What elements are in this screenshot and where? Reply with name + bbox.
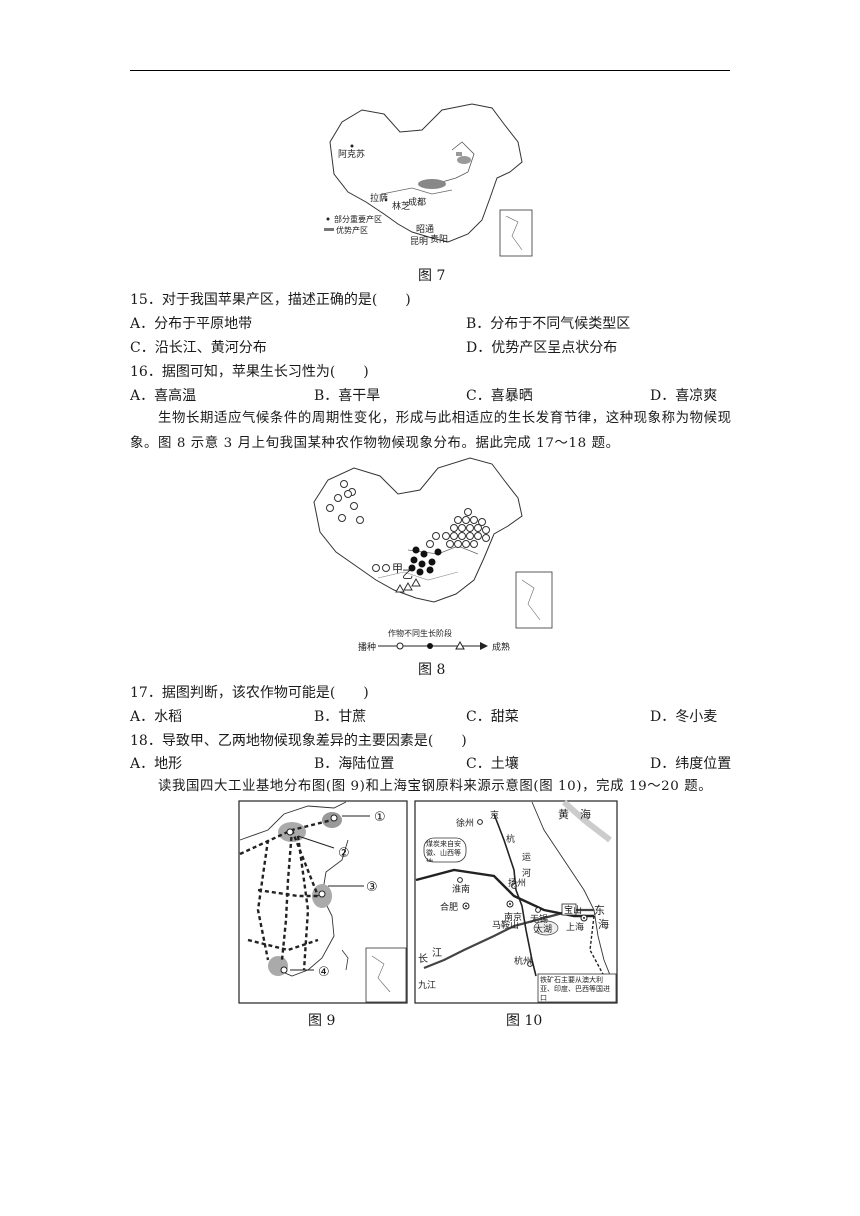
question-17-stem: 17．据图判断，该农作物可能是( ) (130, 685, 369, 701)
question-15-option-b[interactable]: B．分布于不同气候类型区 (466, 316, 631, 332)
question-15-option-a[interactable]: A．分布于平原地带 (130, 316, 253, 332)
question-18-option-c[interactable]: C．土壤 (466, 756, 519, 772)
figure-8-map: 甲 乙 作物不同生长阶段 播种 成熟 (308, 454, 558, 656)
label-yangzhou: 扬州 (508, 877, 526, 889)
marker-2: ② (338, 846, 350, 861)
intro-19-20: 读我国四大工业基地分布图(图 9)和上海宝钢原料来源示意图(图 10)，完成 1… (158, 779, 713, 794)
figure-10-map: 黄 海 徐州 京 杭 运 河 煤炭来自安徽、山西等地 淮南 扬州 合肥 南京 无… (414, 800, 618, 1004)
note-coal: 煤炭来自安徽、山西等地 (426, 840, 461, 862)
legend-bar-label: 优势产区 (336, 225, 368, 235)
marker-4: ④ (318, 965, 330, 980)
question-15-option-d[interactable]: D．优势产区呈点状分布 (466, 340, 618, 356)
label-hai: 海 (598, 917, 609, 931)
label-huanghai: 黄 海 (558, 807, 591, 821)
figure-10-caption: 图 10 (506, 1013, 543, 1029)
question-17-option-d[interactable]: D．冬小麦 (650, 709, 718, 725)
marker-3: ③ (366, 880, 378, 895)
label-zhaotong: 昭通 (416, 224, 434, 235)
label-xuzhou: 徐州 (456, 817, 474, 829)
question-18-option-d[interactable]: D．纬度位置 (650, 756, 732, 772)
label-maanshan: 马鞍山 (492, 919, 519, 931)
figure-7-map: 阿克苏 拉萨 林芝 成都 昭通 贵阳 昆明 部分重要产区 优势产区 (322, 102, 536, 264)
label-taihu: 太湖 (534, 923, 552, 935)
label-wuxi: 无锡 (530, 914, 548, 925)
label-huainan: 淮南 (452, 883, 470, 895)
label-chengdu: 成都 (408, 196, 426, 208)
question-16-option-a[interactable]: A．喜高温 (130, 388, 197, 404)
label-guiyang: 贵阳 (430, 233, 448, 245)
question-18-stem: 18．导致甲、乙两地物候现象差异的主要因素是( ) (130, 733, 467, 749)
label-lasa: 拉萨 (370, 192, 388, 204)
question-18-option-b[interactable]: B．海陆位置 (314, 756, 395, 772)
note-ore: 铁矿石主要从澳大利亚、印度、巴西等国进口 (540, 976, 610, 1002)
figure-9-caption: 图 9 (308, 1013, 336, 1029)
label-nanjing: 南京 (504, 911, 522, 923)
label-dong: 东 (594, 904, 605, 917)
question-16-option-d[interactable]: D．喜凉爽 (650, 388, 718, 404)
question-16-stem: 16．据图可知，苹果生长习性为( ) (130, 364, 369, 380)
label-hangzhou: 杭州 (514, 955, 532, 967)
label-jia: 甲 (392, 562, 403, 575)
legend-title: 作物不同生长阶段 (388, 628, 452, 638)
legend-dot-label: 部分重要产区 (334, 214, 382, 224)
legend-end: 成熟 (492, 641, 510, 653)
question-15-option-c[interactable]: C．沿长江、黄河分布 (130, 340, 267, 356)
label-linzhi: 林芝 (392, 200, 410, 212)
label-hang: 杭 (506, 833, 515, 845)
figure-7-caption: 图 7 (418, 268, 446, 284)
question-18-option-a[interactable]: A．地形 (130, 756, 183, 772)
figure-8-caption: 图 8 (418, 662, 446, 678)
question-17-option-c[interactable]: C．甜菜 (466, 709, 519, 725)
label-chang: 长 (418, 953, 428, 965)
legend-start: 播种 (358, 641, 376, 653)
figure-9-map: ① ② ③ ④ (238, 800, 408, 1004)
question-17-option-a[interactable]: A．水稻 (130, 709, 183, 725)
question-17-option-b[interactable]: B．甘蔗 (314, 709, 367, 725)
label-yun: 运 (522, 852, 531, 863)
marker-1: ① (374, 810, 386, 825)
label-baoshan: 宝山 (564, 904, 582, 916)
label-kunming: 昆明 (410, 236, 428, 247)
label-akesu: 阿克苏 (338, 148, 365, 160)
intro-17-18: 生物长期适应气候条件的周期性变化，形成与此相适应的生长发育节律，这种现象称为物候… (130, 411, 732, 451)
label-jiujiang: 九江 (418, 980, 436, 991)
question-16-option-c[interactable]: C．喜暴晒 (466, 388, 533, 404)
label-he: 河 (522, 867, 531, 879)
label-jing: 京 (490, 809, 499, 821)
label-shanghai: 上海 (566, 921, 584, 933)
question-16-option-b[interactable]: B．喜干旱 (314, 388, 381, 404)
label-yi: 乙 (402, 568, 413, 581)
label-hefei: 合肥 (440, 901, 458, 913)
header-rule (130, 70, 730, 71)
label-jiang: 江 (432, 947, 442, 959)
question-15-stem: 15．对于我国苹果产区，描述正确的是( ) (130, 292, 411, 308)
